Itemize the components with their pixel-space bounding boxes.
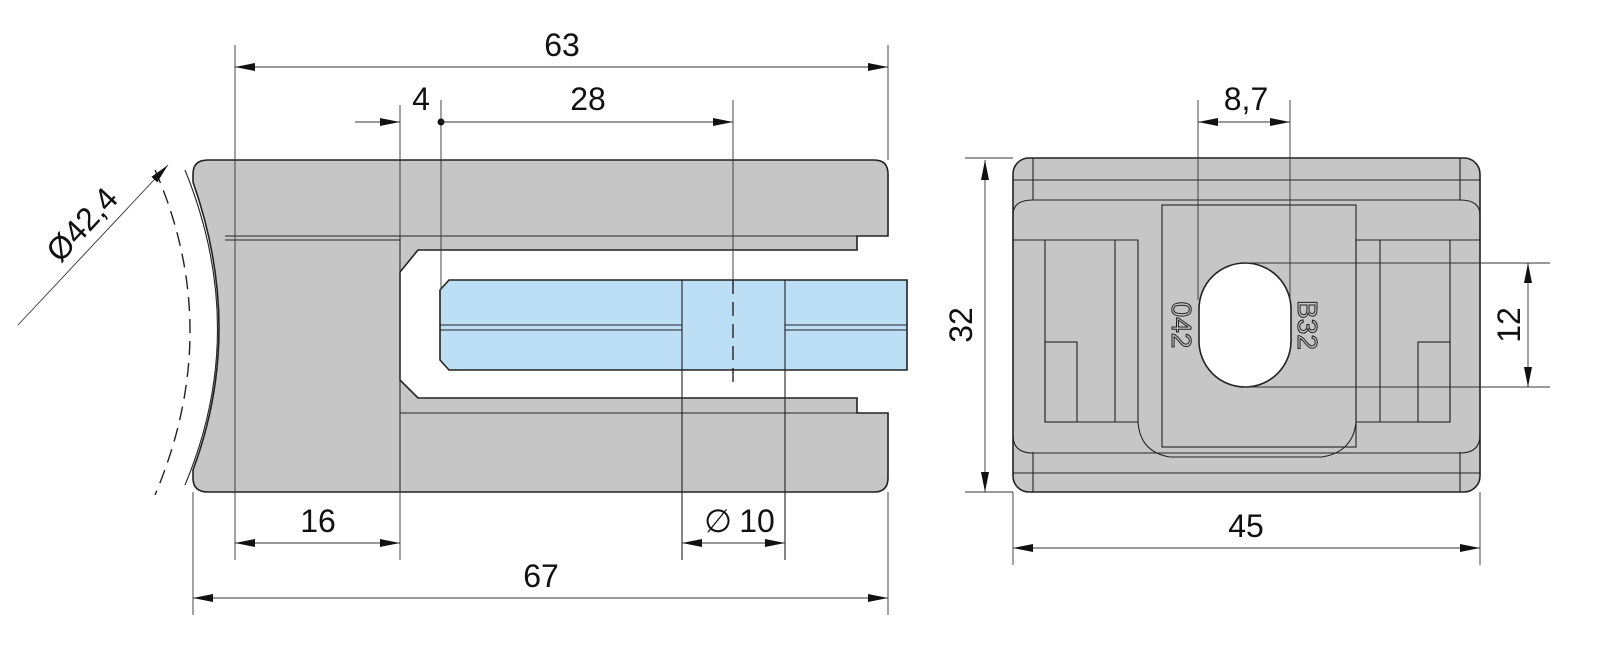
dim-label-10: 10 xyxy=(739,503,775,539)
side-view: 63 4 28 16 ∅ 10 67 Ø42,4 xyxy=(17,27,908,615)
clamp-body xyxy=(192,159,889,493)
engraving-left: 042 xyxy=(1166,302,1197,349)
pocket-step xyxy=(1044,341,1078,423)
dim-label-4: 4 xyxy=(412,81,430,117)
side-pockets xyxy=(1012,239,1481,458)
engraving-right: B32 xyxy=(1292,300,1323,350)
dim-label-28: 28 xyxy=(570,81,606,117)
dim-label-8-7: 8,7 xyxy=(1224,81,1268,117)
inner-upper-outline xyxy=(1012,199,1481,240)
dim-line-tube xyxy=(17,164,169,326)
oval-hole xyxy=(1198,262,1292,388)
tube-outline xyxy=(184,169,218,486)
center-plate xyxy=(1161,204,1357,448)
dim-label-63: 63 xyxy=(544,27,580,63)
tube-hidden-line xyxy=(154,169,191,496)
dim-label-12: 12 xyxy=(1491,307,1527,343)
dim-label-45: 45 xyxy=(1228,508,1264,544)
pocket-step xyxy=(1417,341,1451,423)
front-view: 042 B32 8,7 32 45 12 xyxy=(943,81,1550,565)
dim-label-32: 32 xyxy=(943,307,979,343)
dim-label-16: 16 xyxy=(300,503,336,539)
dim-label-67: 67 xyxy=(523,558,559,594)
diameter-symbol: ∅ xyxy=(704,503,732,539)
